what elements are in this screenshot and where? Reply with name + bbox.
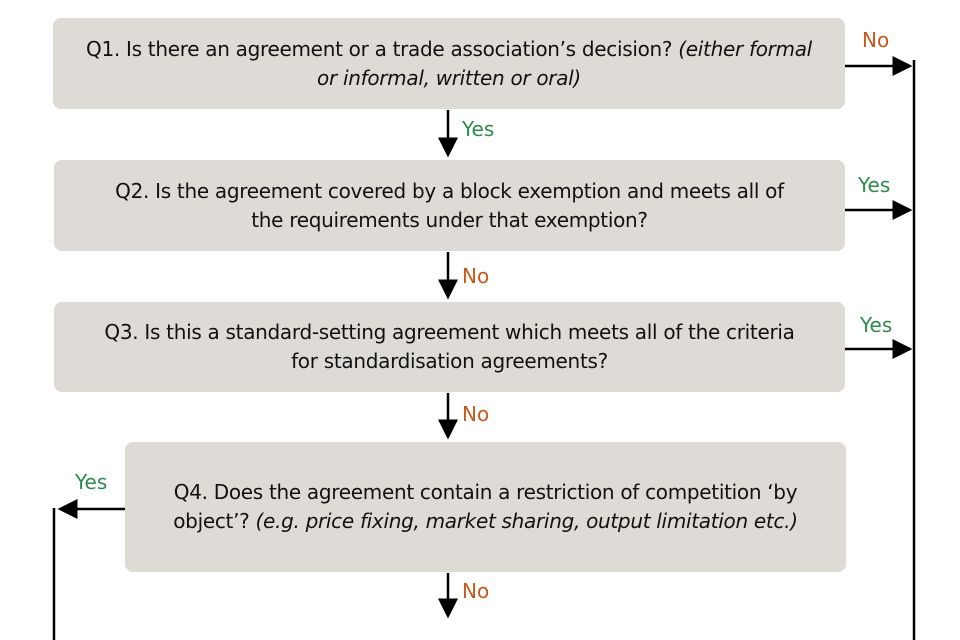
question-note: (e.g. price fixing, market sharing, outp…	[255, 509, 799, 533]
q4-yes-label: Yes	[75, 470, 108, 494]
q1-no-label: No	[862, 28, 890, 52]
question-box-q1: Q1. Is there an agreement or a trade ass…	[53, 18, 845, 109]
question-text: Q2. Is the agreement covered by a block …	[115, 178, 784, 232]
q2-no-label: No	[462, 264, 490, 288]
q3-no-label: No	[462, 402, 490, 426]
q3-yes-label: Yes	[860, 313, 893, 337]
q4-no-label: No	[462, 579, 490, 603]
question-box-q3: Q3. Is this a standard-setting agreement…	[54, 302, 845, 392]
question-box-q2: Q2. Is the agreement covered by a block …	[54, 160, 845, 251]
question-text: Q4. Does the agreement contain a restric…	[173, 480, 798, 533]
question-box-q4: Q4. Does the agreement contain a restric…	[125, 442, 846, 572]
q1-yes-label: Yes	[462, 117, 495, 141]
question-text: Q1. Is there an agreement or a trade ass…	[86, 36, 673, 61]
question-text: Q3. Is this a standard-setting agreement…	[104, 320, 795, 373]
q2-yes-label: Yes	[858, 173, 891, 197]
question-note: (either formal or informal, written or o…	[317, 36, 812, 90]
